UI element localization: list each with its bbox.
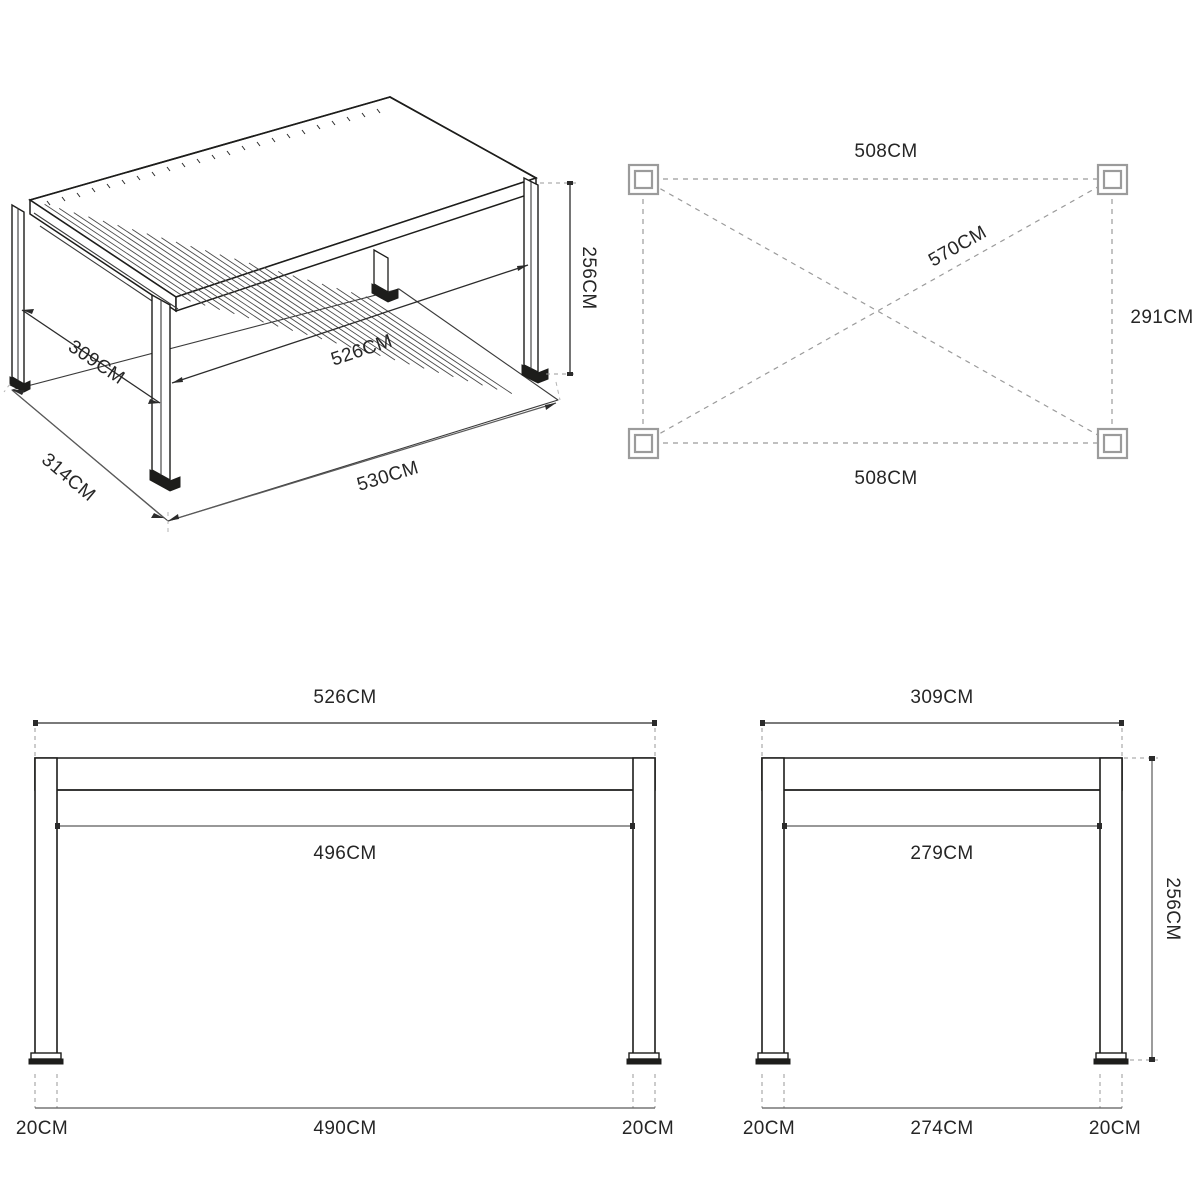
dim-side-height: 256CM: [1124, 756, 1183, 1062]
dim-label-iso-width-base: 530CM: [355, 457, 422, 496]
dim-label-plan-bottom: 508CM: [854, 468, 917, 489]
front-foot-left: [28, 1052, 64, 1065]
dim-front-bottom: 20CM 490CM 20CM: [16, 1074, 674, 1139]
dim-iso-depth-base: 314CM: [3, 383, 165, 519]
dim-label-plan-diagonal: 570CM: [925, 222, 990, 271]
dim-label-side-top: 309CM: [910, 687, 973, 708]
dim-label-side-span: 274CM: [910, 1118, 973, 1139]
dim-label-iso-height: 256CM: [578, 246, 599, 309]
side-foot-left: [755, 1052, 791, 1065]
dim-front-top: 526CM: [33, 687, 657, 768]
dim-label-front-inner: 496CM: [313, 843, 376, 864]
plan-view: 508CM 508CM 291CM 570CM: [627, 141, 1193, 489]
roof-slat-hinges: [46, 108, 381, 206]
iso-roof: [28, 96, 538, 394]
dim-label-front-foot-left: 20CM: [16, 1118, 68, 1139]
roof-slats: [44, 203, 513, 394]
dim-label-side-foot-right: 20CM: [1089, 1118, 1141, 1139]
dim-label-front-span: 490CM: [313, 1118, 376, 1139]
dim-label-side-foot-left: 20CM: [743, 1118, 795, 1139]
side-foot-right: [1093, 1052, 1129, 1065]
plan-post-bottom-left: [627, 427, 660, 460]
dim-label-side-height: 256CM: [1162, 877, 1183, 940]
dim-iso-height: 256CM: [540, 181, 599, 376]
iso-posts: [9, 176, 549, 492]
dim-side-inner: 279CM: [782, 823, 1102, 864]
dim-label-plan-right: 291CM: [1130, 307, 1193, 328]
side-elevation-view: 309CM 279CM 256CM: [743, 687, 1183, 1139]
dim-label-plan-top: 508CM: [854, 141, 917, 162]
plan-post-top-right: [1096, 163, 1129, 196]
dim-label-front-foot-right: 20CM: [622, 1118, 674, 1139]
dim-label-iso-depth-base: 314CM: [37, 449, 99, 506]
dim-front-inner: 496CM: [55, 823, 635, 864]
front-elevation-view: 526CM 496CM: [16, 687, 674, 1139]
dim-iso-width-base: 530CM: [167, 381, 561, 534]
isometric-view: 256CM 526CM 309CM 530CM: [3, 96, 599, 534]
plan-post-top-left: [627, 163, 660, 196]
dim-side-bottom: 20CM 274CM 20CM: [743, 1074, 1141, 1139]
dim-label-front-top: 526CM: [313, 687, 376, 708]
dim-label-side-inner: 279CM: [910, 843, 973, 864]
dim-label-iso-width-beam: 526CM: [329, 331, 396, 371]
plan-post-bottom-right: [1096, 427, 1129, 460]
front-foot-right: [626, 1052, 662, 1065]
dim-side-top: 309CM: [760, 687, 1124, 768]
